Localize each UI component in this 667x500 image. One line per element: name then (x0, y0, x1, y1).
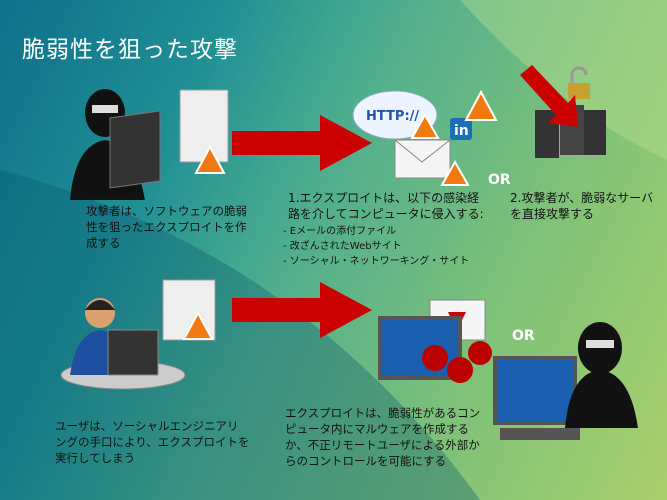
warning-icon (440, 159, 470, 186)
or-label: OR (512, 328, 535, 344)
padlock-icon (568, 83, 590, 99)
arrow-right-icon (232, 282, 372, 338)
attacker-creates-text: 攻撃者は、ソフトウェアの脆弱性を狙ったエクスプロイトを作成する (86, 204, 247, 250)
malware-bug-icon (468, 341, 492, 365)
warning-icon (410, 112, 440, 139)
attacker-direct-text: 2.攻撃者が、脆弱なサーバを直接攻撃する (510, 191, 654, 221)
slide-title: 脆弱性を狙った攻撃 (22, 37, 238, 63)
user-executes-text: ユーザは、ソーシャルエンジニアリングの手口により、エクスプロイトを実行してしまう (55, 419, 250, 465)
monitor-icon (378, 316, 462, 380)
warning-icon (194, 144, 226, 174)
or-label: OR (488, 172, 511, 188)
server-attack-illustration (520, 65, 606, 158)
cloud-icon (352, 90, 438, 140)
email-icon (394, 139, 451, 179)
server-icon (584, 110, 606, 155)
http-label: HTTP:// (366, 109, 419, 124)
monitor-icon (493, 356, 577, 425)
warning-icon (464, 89, 498, 121)
user-at-computer-illustration (60, 279, 216, 390)
malware-bug-icon (422, 345, 448, 371)
keyboard-icon (500, 428, 580, 440)
exploit-result-text: エクスプロイトは、脆弱性があるコンピュータ内にマルウェアを作成するか、不正リモー… (285, 406, 481, 468)
malware-bug-icon (447, 357, 473, 383)
infection-vector-item: - Eメールの添付ファイル (283, 226, 397, 237)
arrow-right-icon (232, 115, 372, 171)
infection-vector-list: - Eメールの添付ファイル - 改ざんされたWebサイト - ソーシャル・ネット… (283, 224, 469, 269)
linkedin-icon (450, 118, 472, 140)
exploit-infiltrates-text: 1.エクスプロイトは、以下の感染経路を介してコンピュータに侵入する: (288, 191, 484, 221)
attack-arrow-icon (520, 65, 578, 127)
infection-vector-item: - 改ざんされたWebサイト (283, 241, 402, 252)
infection-vectors-illustration: HTTP:// in (352, 89, 498, 186)
warning-icon (182, 310, 214, 340)
linkedin-label: in (454, 123, 469, 139)
infection-vector-item: - ソーシャル・ネットワーキング・サイト (283, 256, 470, 267)
document-icon (179, 89, 229, 163)
infected-computer-illustration (378, 299, 638, 440)
hacker-at-computer-illustration (70, 89, 229, 200)
